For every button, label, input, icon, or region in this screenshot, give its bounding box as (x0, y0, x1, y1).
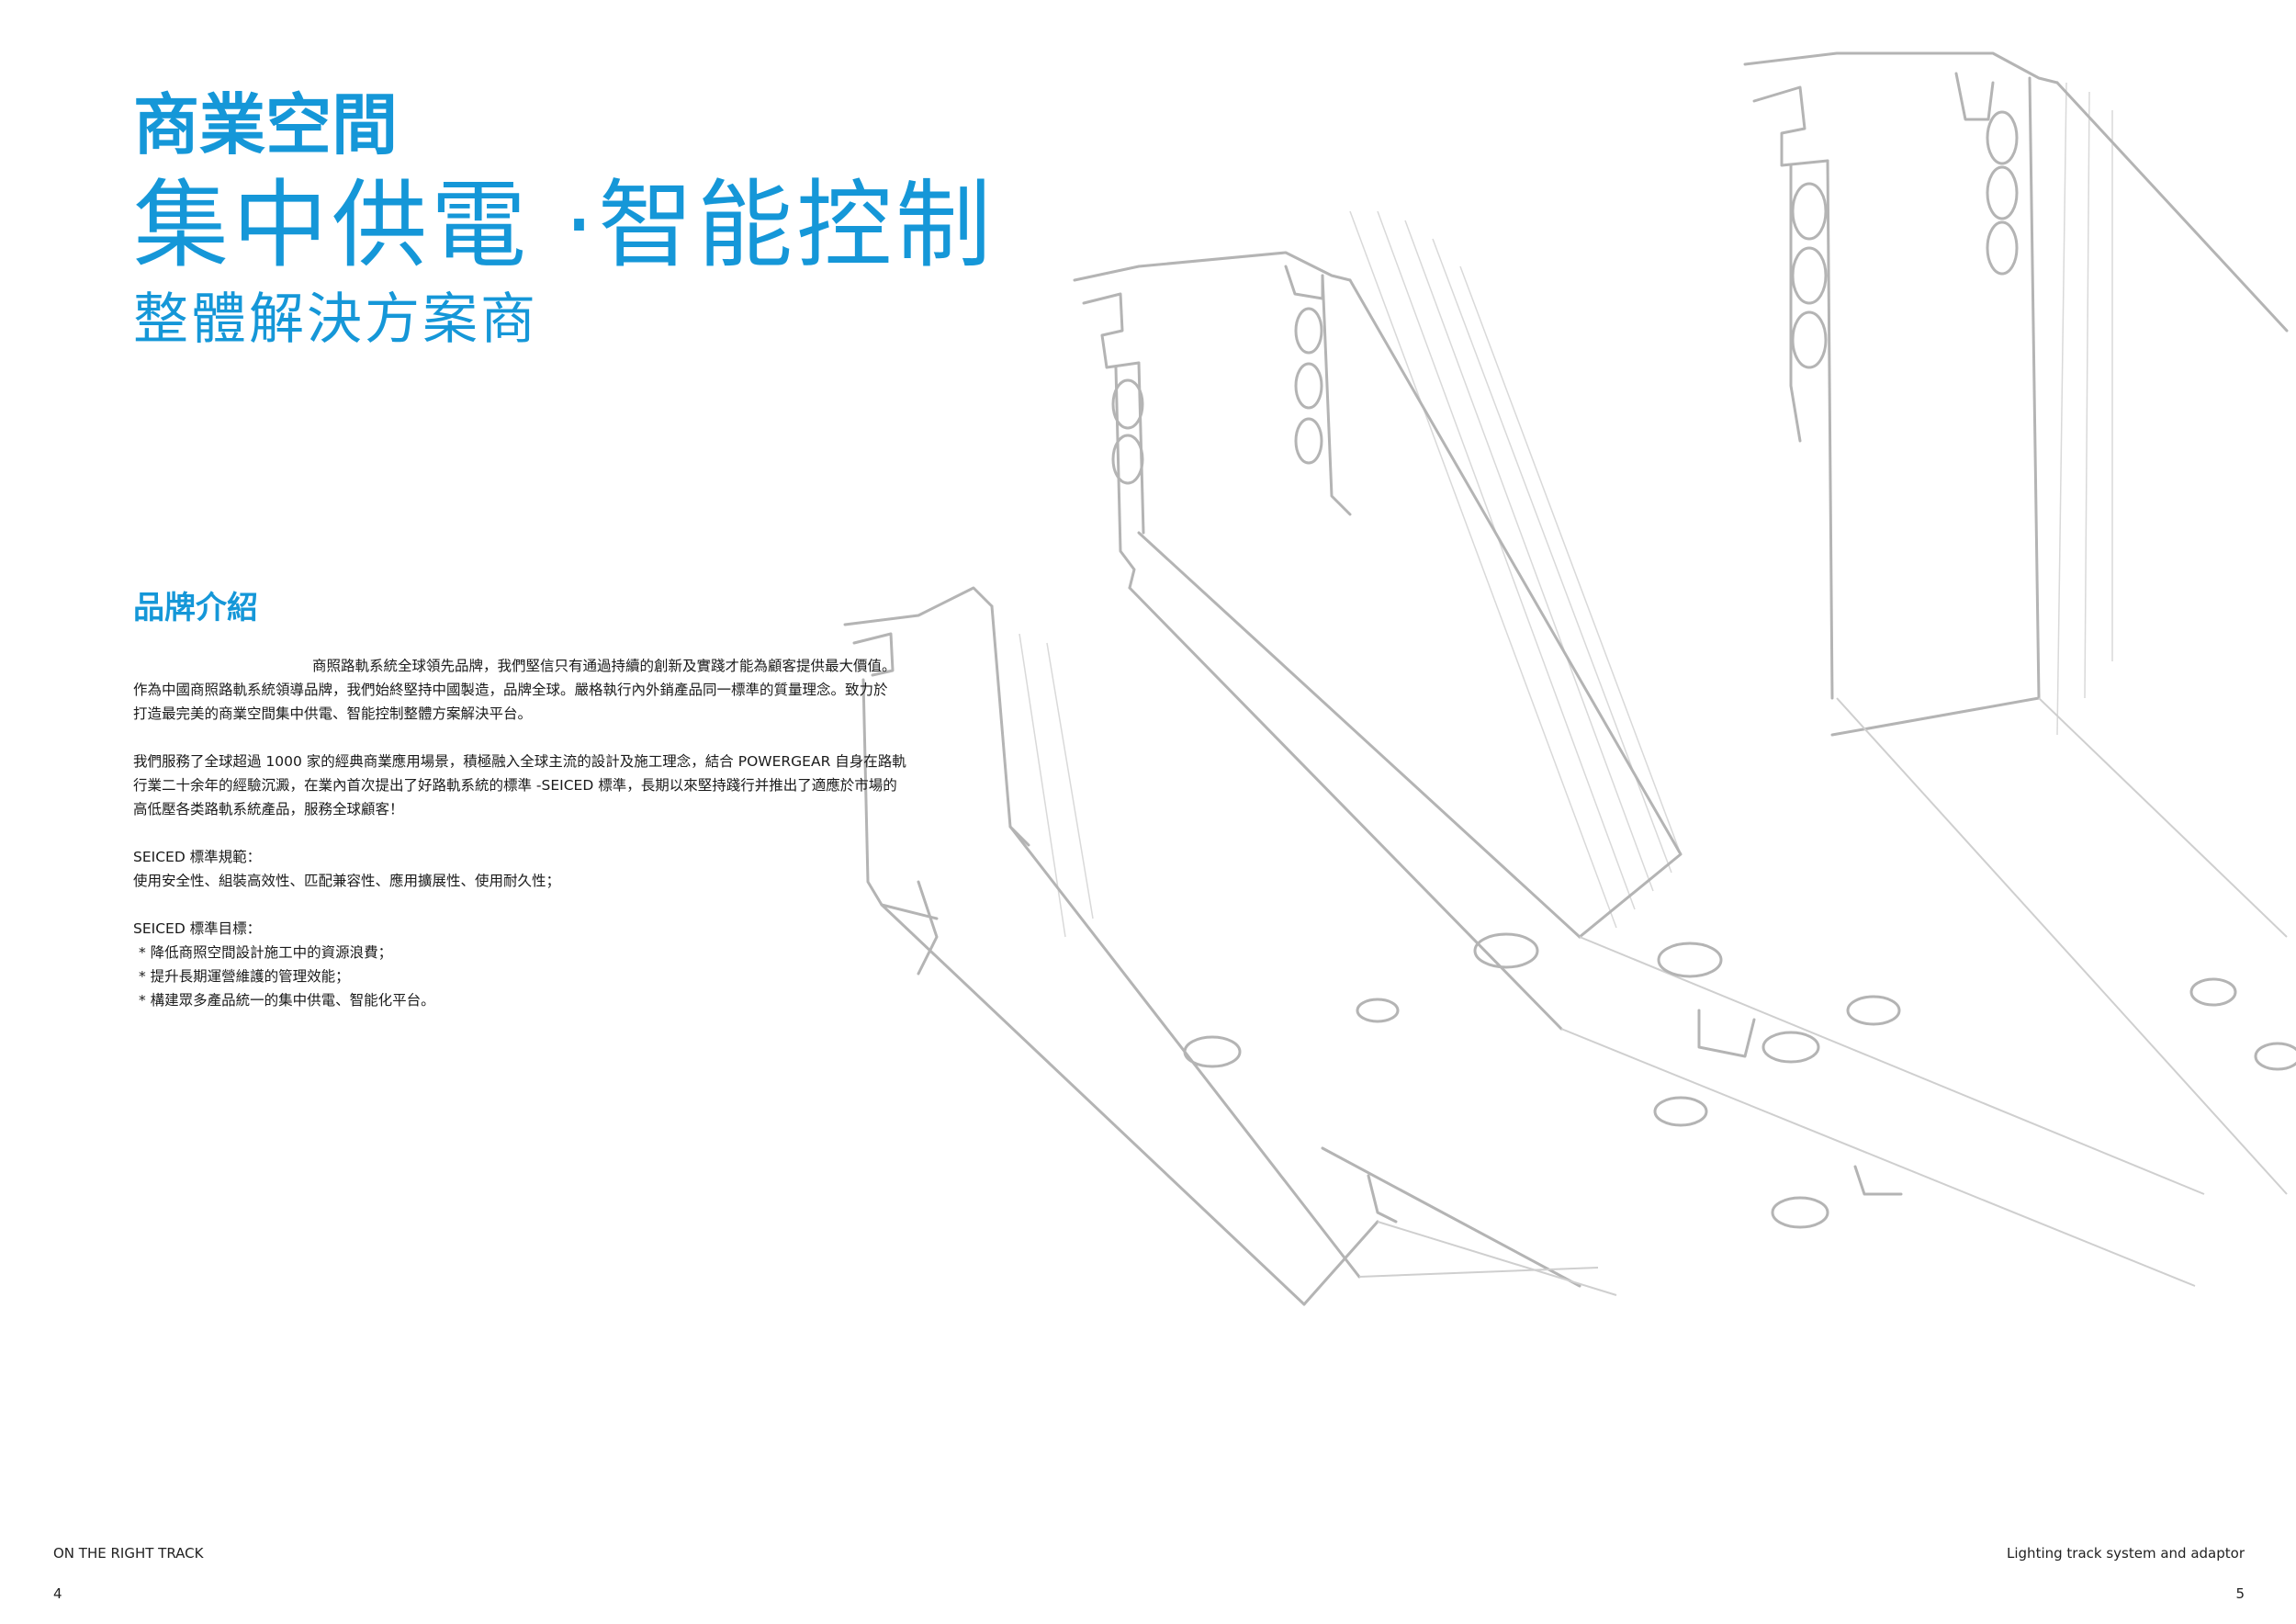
paragraph-line: 商照路軌系統全球領先品牌，我們堅信只有通過持續的創新及實踐才能為顧客提供最大價值… (312, 658, 896, 674)
footer-left-label: ON THE RIGHT TRACK (53, 1545, 204, 1562)
seiced-goal-item: * 降低商照空間設計施工中的資源浪費； (139, 944, 393, 961)
hero-title-power-control: 集中供電 ·智能控制 (133, 169, 996, 281)
sketch-hatching (1019, 82, 2113, 938)
paragraph-line: 高低壓各类路軌系統產品，服務全球顧客！ (133, 801, 404, 818)
seiced-goal-title: SEICED 標準目標： (133, 920, 262, 937)
sketch-track-front (843, 586, 1617, 1306)
sketch-fasteners (1183, 932, 2296, 1229)
seiced-spec-block: SEICED 標準規範： 使用安全性、組裝高效性、匹配兼容性、應用擴展性、使用耐… (133, 845, 960, 893)
page-number-right: 5 (2235, 1585, 2245, 1602)
hero-title-commercial-space: 商業空間 (133, 86, 399, 164)
seiced-goal-item: * 提升長期運營維護的管理效能； (139, 968, 350, 985)
paragraph-line: 打造最完美的商業空間集中供電、智能控制整體方案解決平台。 (133, 705, 533, 722)
brand-intro-paragraph-2: 我們服務了全球超過 1000 家的經典商業應用場景，積極融入全球主流的設計及施工… (133, 750, 960, 821)
brand-intro-paragraph-1: 商照路軌系統全球領先品牌，我們堅信只有通過持續的創新及實踐才能為顧客提供最大價值… (133, 654, 960, 726)
brand-intro-title: 品牌介紹 (133, 590, 258, 626)
hero-heading: 商業空間 集中供電 ·智能控制 整體解決方案商 (133, 85, 995, 355)
brand-intro-body: 商照路軌系統全球領先品牌，我們堅信只有通過持續的創新及實踐才能為顧客提供最大價值… (133, 654, 960, 1036)
sketch-track-rear (1743, 51, 2289, 1195)
hero-subtitle-solution-provider: 整體解決方案商 (133, 288, 538, 352)
paragraph-line: 行業二十余年的經驗沉澱，在業內首次提出了好路軌系統的標準 -SEICED 標準，… (133, 777, 897, 794)
seiced-spec-title: SEICED 標準規範： (133, 849, 262, 865)
seiced-goal-block: SEICED 標準目標： * 降低商照空間設計施工中的資源浪費； * 提升長期運… (133, 917, 960, 1012)
seiced-spec-body: 使用安全性、組裝高效性、匹配兼容性、應用擴展性、使用耐久性； (133, 873, 561, 889)
sketch-track-middle (1073, 251, 2205, 1287)
paragraph-line: 我們服務了全球超過 1000 家的經典商業應用場景，積極融入全球主流的設計及施工… (133, 753, 906, 770)
paragraph-line: 作為中國商照路軌系統領導品牌，我們始終堅持中國製造，品牌全球。嚴格執行內外銷產品… (133, 682, 888, 698)
seiced-goal-item: * 構建眾多產品統一的集中供電、智能化平台。 (139, 992, 435, 1009)
footer-right-label: Lighting track system and adaptor (2007, 1545, 2245, 1562)
page-number-left: 4 (53, 1585, 62, 1602)
